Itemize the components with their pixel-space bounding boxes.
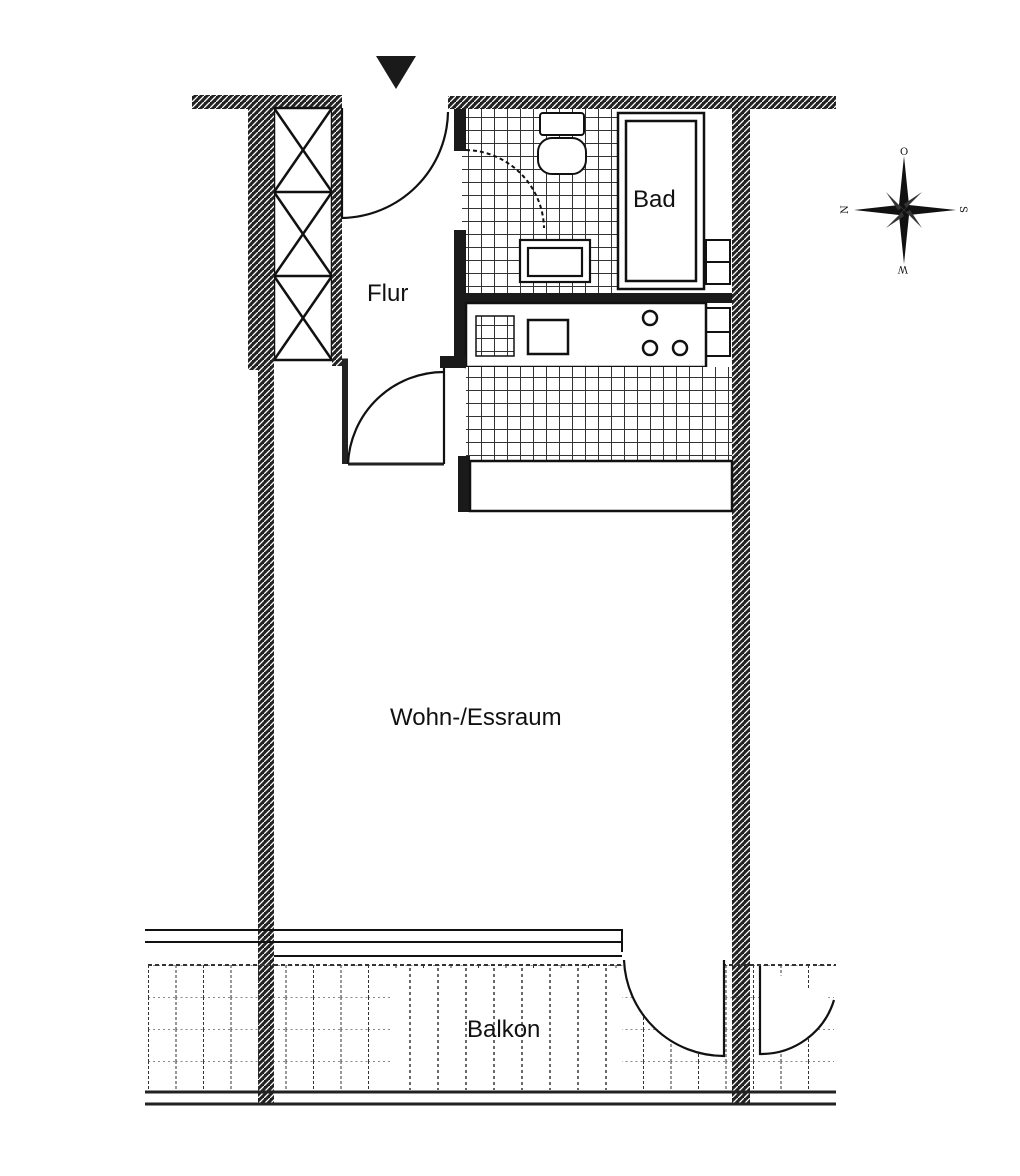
room-divider-counter xyxy=(468,459,734,513)
closet-wall xyxy=(332,108,342,366)
washbasin xyxy=(518,238,592,284)
bathroom-door xyxy=(465,149,545,229)
balcony-door-swing xyxy=(622,959,836,1058)
kitchen-door xyxy=(346,356,446,465)
room-label-wohn: Wohn-/Essraum xyxy=(390,704,562,731)
room-label-balkon: Balkon xyxy=(467,1016,541,1043)
flur-wall-bottom xyxy=(342,358,444,466)
wall-top-left xyxy=(192,95,342,109)
bathtub xyxy=(616,111,706,291)
compass-east-label: O xyxy=(900,147,908,158)
room-label-bad: Bad xyxy=(633,186,676,213)
entrance-door xyxy=(340,108,450,220)
wall-left-outer-stub xyxy=(248,108,260,370)
wall-niches xyxy=(705,239,731,357)
kitchen-counter xyxy=(464,301,708,369)
balcony-door-frame xyxy=(145,929,623,957)
bathroom-wall-bottom xyxy=(454,293,732,303)
balcony-edge-bottom xyxy=(145,1090,836,1106)
compass-west-label: W xyxy=(897,263,908,274)
wall-right xyxy=(732,108,750,1104)
kitchen-wall-lower xyxy=(458,456,470,512)
balcony-inner-grid xyxy=(409,968,607,1090)
toilet xyxy=(537,112,587,175)
kitchen-wall-left xyxy=(440,356,466,368)
bathroom-wall-left xyxy=(454,109,466,151)
flur-wall-lower-left xyxy=(342,360,348,464)
compass-south-label: S xyxy=(957,206,968,213)
compass-rose-icon: O N S W xyxy=(840,147,968,274)
entrance-arrow-icon xyxy=(376,56,416,89)
balcony-clear-area xyxy=(390,968,622,1090)
wall-left xyxy=(258,108,274,1104)
compass-north-label: N xyxy=(840,205,851,214)
wall-top-right xyxy=(448,96,836,109)
room-label-flur: Flur xyxy=(367,280,409,307)
wardrobe-closet xyxy=(272,106,334,362)
kitchen-tiles xyxy=(466,367,732,461)
